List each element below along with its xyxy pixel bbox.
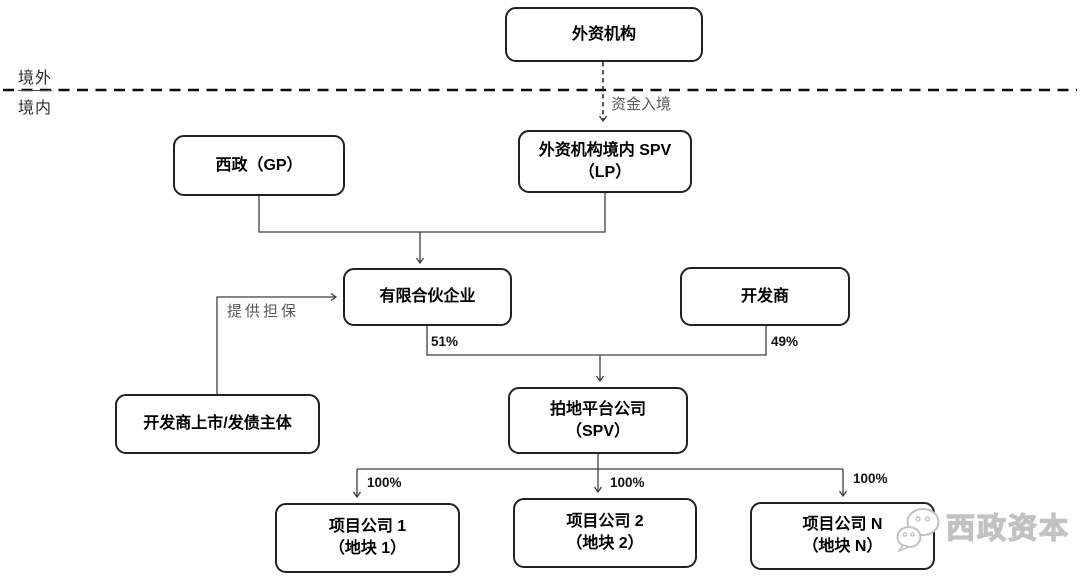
node-project-company-n: 项目公司 N （地块 N） xyxy=(750,502,935,570)
node-label-line2: （LP） xyxy=(578,163,632,181)
edge-label-100pct-1: 100% xyxy=(367,475,402,490)
node-foreign-spv-lp: 外资机构境内 SPV （LP） xyxy=(518,130,692,193)
node-label-line1: 项目公司 N xyxy=(802,516,883,534)
node-label: 开发商 xyxy=(740,287,789,305)
node-limited-partnership: 有限合伙企业 xyxy=(343,268,512,326)
edge-label-100pct-2: 100% xyxy=(610,475,645,490)
node-project-company-1: 项目公司 1 （地块 1） xyxy=(275,503,460,573)
edge-label-100pct-n: 100% xyxy=(853,471,888,486)
node-label: 有限合伙企业 xyxy=(379,288,476,306)
node-developer-listed-entity: 开发商上市/发债主体 xyxy=(115,394,320,454)
node-label: 开发商上市/发债主体 xyxy=(143,415,292,433)
node-label-line1: 项目公司 1 xyxy=(328,518,407,536)
node-label-line2: （地块 2） xyxy=(566,535,644,552)
edge-label-capital-inbound: 资金入境 xyxy=(611,96,672,113)
region-label-onshore: 境内 xyxy=(18,100,53,117)
node-label: 外资机构 xyxy=(571,25,636,43)
gp-lp-merge-line xyxy=(258,193,606,233)
node-label-line2: （SPV） xyxy=(565,422,631,440)
node-land-platform-spv: 拍地平台公司 （SPV） xyxy=(508,387,688,454)
guarantee-arrow xyxy=(216,292,338,394)
edge-label-51pct: 51% xyxy=(431,334,459,349)
edge-label-guarantee: 提供担保 xyxy=(227,303,300,320)
node-label-line2: （地块 1） xyxy=(328,540,407,557)
stake-merge-line xyxy=(426,326,767,356)
node-developer: 开发商 xyxy=(680,267,850,326)
node-project-company-2: 项目公司 2 （地块 2） xyxy=(513,498,697,568)
edge-label-49pct: 49% xyxy=(771,334,799,349)
node-foreign-institution: 外资机构 xyxy=(505,7,703,62)
node-label-line1: 项目公司 2 xyxy=(566,513,644,531)
node-label-line1: 拍地平台公司 xyxy=(549,400,646,418)
node-xizheng-gp: 西政（GP） xyxy=(173,135,345,196)
node-label-line2: （地块 N） xyxy=(802,538,883,555)
node-label-line1: 外资机构境内 SPV xyxy=(538,141,672,159)
region-label-offshore: 境外 xyxy=(18,64,53,91)
node-label: 西政（GP） xyxy=(215,156,303,174)
